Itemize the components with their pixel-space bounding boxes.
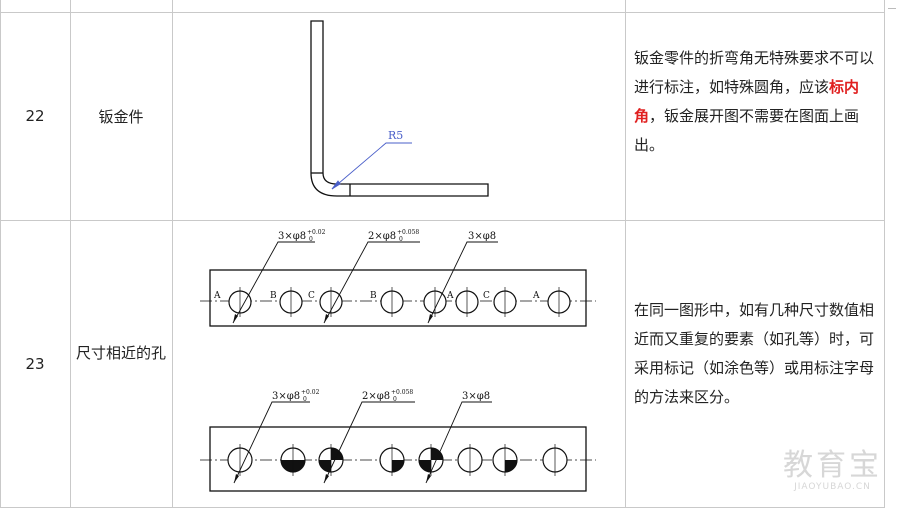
row-22-number: 22 xyxy=(25,107,45,125)
row-22-description: 钣金零件的折弯角无特殊要求不可以进行标注，如特殊圆角，应该标内角，钣金展开图不需… xyxy=(634,44,884,160)
row-23-name: 尺寸相近的孔 xyxy=(75,344,166,362)
watermark-logo: 教育宝 xyxy=(783,448,882,483)
bottom-callouts: 3×φ8 +0.02 0 2×φ8 +0.058 0 3×φ8 xyxy=(272,389,490,403)
bottom-hole-4-fill xyxy=(392,460,404,472)
watermark-url: JIAOYUBAO.CN xyxy=(794,482,871,492)
svg-text:2×φ8: 2×φ8 xyxy=(368,231,396,242)
bottom-hole-5-fill-b xyxy=(419,460,431,472)
svg-text:2×φ8: 2×φ8 xyxy=(362,391,390,402)
svg-text:C: C xyxy=(308,291,315,301)
sheet-metal-drawing: R5 xyxy=(310,20,489,197)
col-divider-1 xyxy=(70,0,71,508)
row-23-description: 在同一图形中，如有几种尺寸数值相近而又重复的要素（如孔等）时，可采用标记（如涂色… xyxy=(634,301,875,406)
top-plate xyxy=(209,269,587,327)
scroll-tick xyxy=(888,8,896,9)
bottom-hole-3-fill-a xyxy=(331,448,343,460)
row-22-desc-highlight: 标内角 xyxy=(634,78,860,125)
bottom-leaders xyxy=(233,401,492,484)
row-23-number: 23 xyxy=(25,355,45,373)
radius-label: R5 xyxy=(388,129,403,142)
top-callouts: 3×φ8 +0.02 0 2×φ8 +0.058 0 3×φ8 xyxy=(278,229,496,243)
col-divider-3 xyxy=(625,0,626,508)
svg-text:+0.058: +0.058 xyxy=(397,229,419,236)
bottom-hole-3-fill-b xyxy=(319,460,331,472)
bottom-hole-7-fill xyxy=(505,460,517,472)
row-22-desc-part2: ，钣金展开图不需要在图面上画出。 xyxy=(634,107,860,154)
svg-text:+0.058: +0.058 xyxy=(391,389,413,396)
bottom-hole-fills xyxy=(281,448,517,472)
top-hole-axes xyxy=(239,287,560,317)
svg-text:0: 0 xyxy=(393,396,397,403)
bottom-leader-arrows xyxy=(234,474,431,483)
svg-text:+0.02: +0.02 xyxy=(301,389,320,396)
svg-text:3×φ8: 3×φ8 xyxy=(272,391,300,402)
row-22-name: 钣金件 xyxy=(98,108,144,126)
row-divider-top xyxy=(0,12,884,13)
svg-text:0: 0 xyxy=(309,236,313,243)
svg-text:A: A xyxy=(446,291,454,301)
similar-holes-drawing: A B C B A C A 3×φ8 +0.02 0 2×φ8 +0.058 0… xyxy=(200,229,596,492)
svg-text:3×φ8: 3×φ8 xyxy=(462,391,490,402)
col-divider-4 xyxy=(884,0,885,508)
top-hole-row xyxy=(228,290,571,314)
svg-text:0: 0 xyxy=(303,396,307,403)
col-divider-2 xyxy=(172,0,173,508)
row-divider-middle xyxy=(0,220,884,221)
row-divider-bottom xyxy=(0,507,884,508)
svg-text:B: B xyxy=(270,291,277,301)
svg-text:A: A xyxy=(532,291,540,301)
sheet-metal-bracket xyxy=(310,20,489,197)
site-watermark: 教育宝 JIAOYUBAO.CN xyxy=(770,440,895,492)
svg-text:3×φ8: 3×φ8 xyxy=(278,231,306,242)
col-divider-0 xyxy=(0,0,1,508)
svg-text:+0.02: +0.02 xyxy=(307,229,326,236)
svg-text:C: C xyxy=(483,291,490,301)
radius-leader xyxy=(331,142,412,190)
bottom-hole-5-fill-a xyxy=(431,448,443,460)
svg-text:A: A xyxy=(213,291,221,301)
svg-text:B: B xyxy=(370,291,377,301)
svg-text:3×φ8: 3×φ8 xyxy=(468,231,496,242)
row-22-desc-part1: 钣金零件的折弯角无特殊要求不可以进行标注，如特殊圆角，应该 xyxy=(634,49,875,96)
bottom-plate xyxy=(209,426,587,492)
svg-text:0: 0 xyxy=(399,236,403,243)
top-hole-letters: A B C B A C A xyxy=(213,291,540,301)
top-leader-arrows xyxy=(233,314,433,323)
top-leaders xyxy=(232,241,498,324)
